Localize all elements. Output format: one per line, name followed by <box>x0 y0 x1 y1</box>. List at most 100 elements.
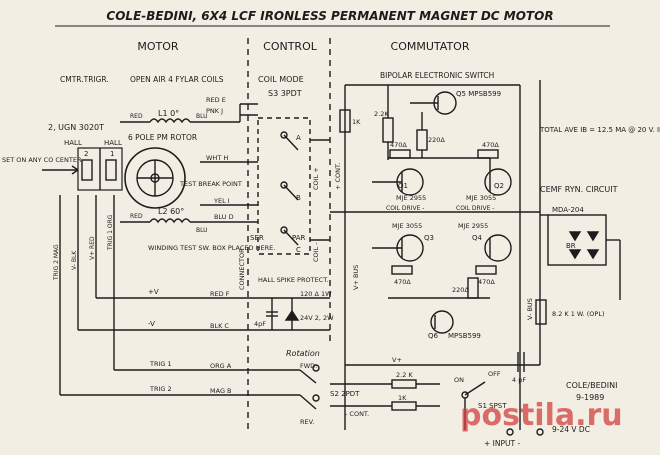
coil-minus-label: COIL - <box>312 242 320 262</box>
test-break-label: TEST BREAK POINT <box>179 180 242 188</box>
v-plus-bus-label: V+ BUS <box>352 265 360 290</box>
comm-220-top-label: 220Δ <box>428 136 445 144</box>
section-control: CONTROL <box>263 40 318 53</box>
s3-pos-c: C <box>296 246 301 254</box>
pin-red-e: RED E <box>206 96 226 104</box>
q3-label: Q3 <box>424 234 434 242</box>
r-8k2-label: 8.2 K 1 W. (OPL) <box>552 310 604 318</box>
q2-label: Q2 <box>494 182 504 190</box>
hall-pin-2: 2 <box>84 150 88 158</box>
comm-cap-label: 4 pF <box>512 376 526 384</box>
signature-label: COLE/BEDINI <box>566 381 618 390</box>
diagram-title: COLE-BEDINI, 6X4 LCF IRONLESS PERMANENT … <box>106 9 553 23</box>
pin-mag-b: MAG B <box>210 387 232 395</box>
v-minus-bus-label: V- BUS <box>526 298 534 320</box>
r470-1-label: 470Δ <box>390 141 407 149</box>
r470-4-label: 470Δ <box>478 278 495 286</box>
rev-label: REV. <box>300 418 314 426</box>
s3-label: S3 3PDT <box>268 89 302 98</box>
input-voltage-label: 9-24 V DC <box>552 425 590 434</box>
mda-label: MDA-204 <box>552 206 584 214</box>
rot-2k2-label: 2.2 K <box>396 371 413 379</box>
rot-1k-label: 1K <box>398 394 407 402</box>
rotor-label: 6 POLE PM ROTOR <box>128 133 197 142</box>
zener-24v-label: 24V 2, 2W <box>300 314 334 322</box>
bipolar-switch-label: BIPOLAR ELECTRONIC SWITCH <box>380 71 494 80</box>
coil-mode-label: COIL MODE <box>258 75 304 84</box>
coils-label: OPEN AIR 4 FYLAR COILS <box>130 75 224 84</box>
q5-label: Q5 MPSB599 <box>456 90 501 98</box>
q4-label: Q4 <box>472 234 483 242</box>
ser-label: SER <box>250 234 264 242</box>
set-on-center-label: SET ON ANY CO CENTER <box>2 156 82 164</box>
s3-pos-a: A <box>296 134 301 142</box>
trig-2-label: TRIG 2 <box>149 385 172 393</box>
pin-blu-d: BLU D <box>214 213 234 221</box>
coil-drive-left-label: COIL DRIVE - <box>386 205 424 212</box>
fwd-label: FWD. <box>300 362 317 370</box>
hall-protect-label: HALL SPIKE PROTECT. <box>258 276 328 284</box>
bridge-label: BR <box>566 242 576 250</box>
wire-blu-1: BLU <box>196 113 208 120</box>
winding-note: WINDING TEST SW. BOX PLACED HERE. <box>148 244 275 252</box>
coil-plus-label: COIL + <box>312 167 320 190</box>
rotation-label: Rotation <box>286 349 320 358</box>
total-ave-label: TOTAL AVE IB = 12.5 MA @ 20 V. IN. <box>539 126 660 134</box>
comm-2k2-label: 2.2K <box>374 110 389 118</box>
s1-off-label: OFF <box>488 370 501 378</box>
connector-label: CONNECTOR <box>238 248 246 290</box>
s3-pos-b: B <box>296 194 301 202</box>
zener-120-label: 120 Δ 1W <box>300 290 332 298</box>
pin-wht-h: WHT H <box>206 154 228 162</box>
section-commutator: COMMUTATOR <box>391 40 470 53</box>
r470-2-label: 470Δ <box>482 141 499 149</box>
v-minus-blk-label: V- BLK <box>71 250 78 270</box>
cemf-label: CEMF RYN. CIRCUIT <box>540 185 618 194</box>
cont-minus-label: - CONT. <box>345 410 369 418</box>
cont-plus-label: + CONT. <box>334 163 342 190</box>
trig1-org-label: TRIG 1 ORG <box>107 214 114 251</box>
date-label: 9-1989 <box>576 393 604 402</box>
par-label: PAR <box>292 234 306 242</box>
q1-part-label: MJE 2955 <box>396 194 426 202</box>
comm-220-bot-label: 220Δ <box>452 286 469 294</box>
s1-label: S1 SPST <box>478 402 507 410</box>
hall-label-left: HALL <box>64 139 82 147</box>
comm-v-plus-label: V+ <box>392 356 402 364</box>
q6-label: Q6 <box>428 332 439 340</box>
plus-v-label: +V <box>148 288 159 296</box>
pin-yel-i: YEL I <box>213 197 230 205</box>
pin-red-f: RED F <box>210 290 230 298</box>
wire-red-1: RED <box>130 113 143 120</box>
pin-org-a: ORG A <box>210 362 232 370</box>
watermark: postila.ru <box>460 398 623 433</box>
hall-pin-1: 1 <box>110 150 114 158</box>
q2-part-label: MJE 3055 <box>466 194 496 202</box>
pin-pnk-j: PNK J <box>206 107 223 115</box>
hall-part-label: 2, UGN 3020T <box>48 123 104 132</box>
r470-3-label: 470Δ <box>394 278 411 286</box>
hall-label-right: HALL <box>104 139 122 147</box>
wire-blu-2: BLU <box>196 227 208 234</box>
s2-label: S2 2PDT <box>330 390 360 398</box>
input-label: + INPUT - <box>484 439 520 448</box>
pin-blk-c: BLK C <box>210 322 229 330</box>
q4-part-label: MJE 2955 <box>458 222 488 230</box>
q1-label: Q1 <box>398 182 408 190</box>
section-motor: MOTOR <box>137 40 179 53</box>
coil-l2-label: L2 60° <box>158 207 184 216</box>
q3-part-label: MJE 3055 <box>392 222 422 230</box>
comm-1k-label: 1K <box>352 118 361 126</box>
trig2-mag-label: TRIG 2 MAG <box>53 244 60 281</box>
wire-red-2: RED <box>130 213 143 220</box>
v-plus-red-label: V+ RED <box>89 236 96 260</box>
q6-part-label: MPSB599 <box>448 332 481 340</box>
trig-1-label: TRIG 1 <box>149 360 172 368</box>
coil-drive-right-label: COIL DRIVE - <box>456 205 494 212</box>
trigger-label: CMTR.TRIGR. <box>60 75 109 84</box>
coil-l1-label: L1 0° <box>158 109 179 118</box>
cap-4pf-label: 4pF <box>254 320 266 328</box>
minus-v-label: -V <box>148 320 155 328</box>
